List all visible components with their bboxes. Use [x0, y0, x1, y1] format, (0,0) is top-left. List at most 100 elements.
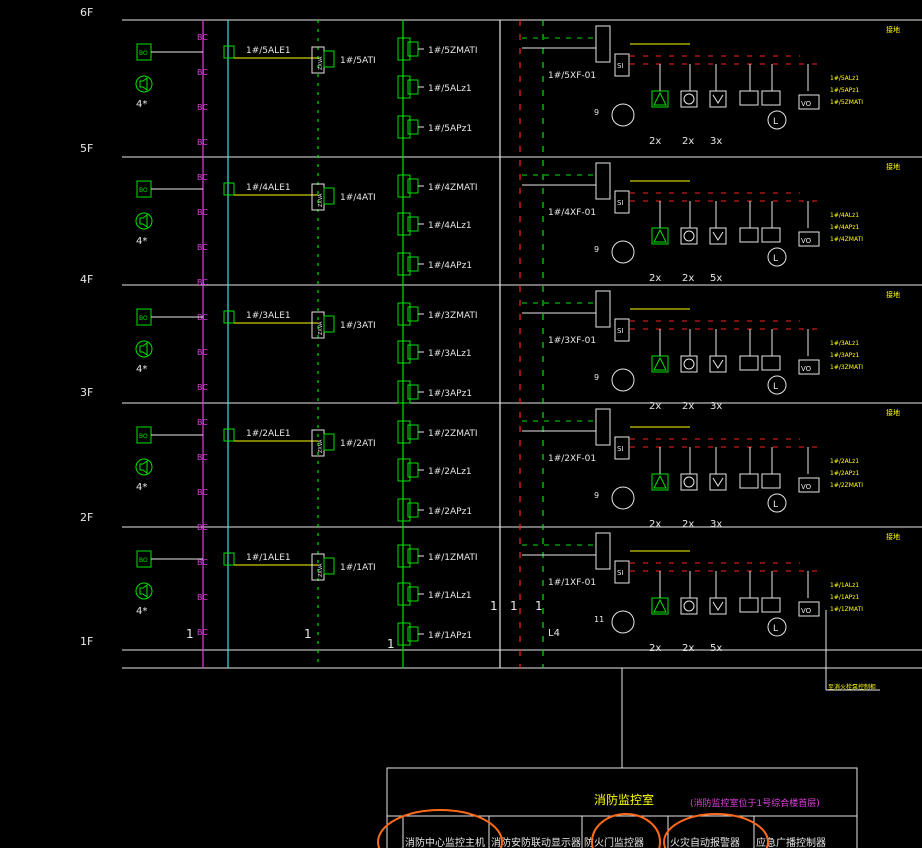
zm-label: 1#/4ALz1 [428, 221, 472, 231]
light-letter: L [773, 500, 778, 510]
vo-box-icon [798, 477, 820, 493]
zm-label: 1#/2ZMATI [428, 429, 478, 439]
breaker-icon [739, 473, 759, 489]
zm-module-icon [397, 458, 411, 482]
bc-tag: BC [197, 103, 208, 112]
bc-tag: BC [197, 593, 208, 602]
vo-label: VO [801, 607, 812, 615]
ground-mark: 接地 [886, 25, 900, 34]
device-count: 2x [649, 519, 661, 530]
ground-label: 1 [490, 599, 498, 613]
zxva-text: ZXVA [318, 56, 324, 70]
zm-module-icon [397, 302, 411, 326]
pump-mark [712, 601, 724, 611]
speaker-cone [139, 342, 148, 356]
ground-label: 1 [387, 637, 395, 651]
pump-icon [709, 227, 727, 245]
zm-module-icon [397, 212, 411, 236]
breaker-icon [761, 90, 781, 106]
control-room-title: 消防监控室 [594, 792, 654, 807]
pump-mark [712, 477, 724, 487]
zxva-side-icon [323, 433, 335, 451]
bus-module-icon [223, 552, 235, 566]
zm-label: 1#/1ALz1 [428, 591, 472, 601]
unit-number: 9 [594, 373, 599, 382]
vo-box-icon [798, 359, 820, 375]
zxva-side-icon [323, 557, 335, 575]
ati-label: 1#/2ATI [340, 439, 376, 449]
device-count: 2x [649, 643, 661, 654]
breaker-icon [761, 597, 781, 613]
right-label: 1#/3ZMATI [830, 364, 863, 371]
valve-triangle [653, 474, 667, 489]
device-count: 2x [682, 519, 694, 530]
vo-box-icon [798, 601, 820, 617]
ati-label: 1#/4ATI [340, 193, 376, 203]
bo-label: BO [139, 433, 148, 440]
breaker-icon [761, 227, 781, 243]
detector-count: 4* [136, 606, 147, 617]
fan-circle [683, 600, 695, 612]
unit-number: 9 [594, 245, 599, 254]
zm-module-icon [397, 252, 411, 276]
device-count: 3x [710, 401, 722, 412]
si-label: SI [617, 445, 624, 453]
bus-module-icon [223, 310, 235, 324]
control-room-cell: 防火门监控器 [584, 836, 644, 848]
zm-module-icon [397, 420, 411, 444]
speaker-cone [139, 460, 148, 474]
ale-label: 1#/3ALE1 [246, 311, 291, 321]
controller-circle-icon [611, 486, 635, 510]
zm-label: 1#/5ALz1 [428, 84, 472, 94]
light-icon [767, 110, 787, 130]
device-count: 2x [682, 273, 694, 284]
fan-icon [680, 227, 698, 245]
switch-panel-icon [595, 408, 611, 446]
zxva-side-icon [323, 50, 335, 68]
control-room-cell: 火灾自动报警器 [670, 836, 740, 848]
controller-circle-icon [611, 103, 635, 127]
bc-tag: BC [197, 33, 208, 42]
valve-triangle [653, 91, 667, 106]
ground-label: 1 [304, 627, 312, 641]
fan-icon [680, 473, 698, 491]
control-room-cell: 消防中心监控主机 [405, 836, 485, 848]
controller-circle-icon [611, 240, 635, 264]
si-label: SI [617, 199, 624, 207]
vo-label: VO [801, 483, 812, 491]
bc-tag: BC [197, 453, 208, 462]
light-letter: L [773, 624, 778, 634]
valve-triangle [653, 598, 667, 613]
bc-tag: BC [197, 523, 208, 532]
right-label: 1#/1APz1 [830, 594, 860, 601]
highlight-circle [377, 809, 503, 848]
xf-label: 1#/1XF-01 [548, 578, 596, 588]
right-label: 1#/2APz1 [830, 470, 860, 477]
bus-module-icon [223, 45, 235, 59]
speaker-icon [135, 458, 153, 476]
floor-level-label: 1F [80, 635, 93, 648]
bo-label: BO [139, 50, 148, 57]
floor-level-label: 5F [80, 142, 93, 155]
ground-label: 1 [186, 627, 194, 641]
ale-label: 1#/4ALE1 [246, 183, 291, 193]
fan-icon [680, 90, 698, 108]
ground-mark: 接地 [886, 290, 900, 299]
speaker-cone [139, 584, 148, 598]
si-box-icon [614, 53, 630, 77]
si-box-icon [614, 190, 630, 214]
breaker-icon [761, 355, 781, 371]
ground-label: 1 [510, 599, 518, 613]
pump-note: 至消火栓泵控制柜 [828, 683, 876, 691]
zm-module-icon [397, 115, 411, 139]
speaker-cone [139, 77, 148, 91]
right-label: 1#/5ALz1 [830, 75, 859, 82]
bo-label: BO [139, 557, 148, 564]
si-label: SI [617, 327, 624, 335]
bc-tag: BC [197, 488, 208, 497]
switch-panel-icon [595, 290, 611, 328]
breaker-icon [739, 597, 759, 613]
zm-label: 1#/4ZMATI [428, 183, 478, 193]
